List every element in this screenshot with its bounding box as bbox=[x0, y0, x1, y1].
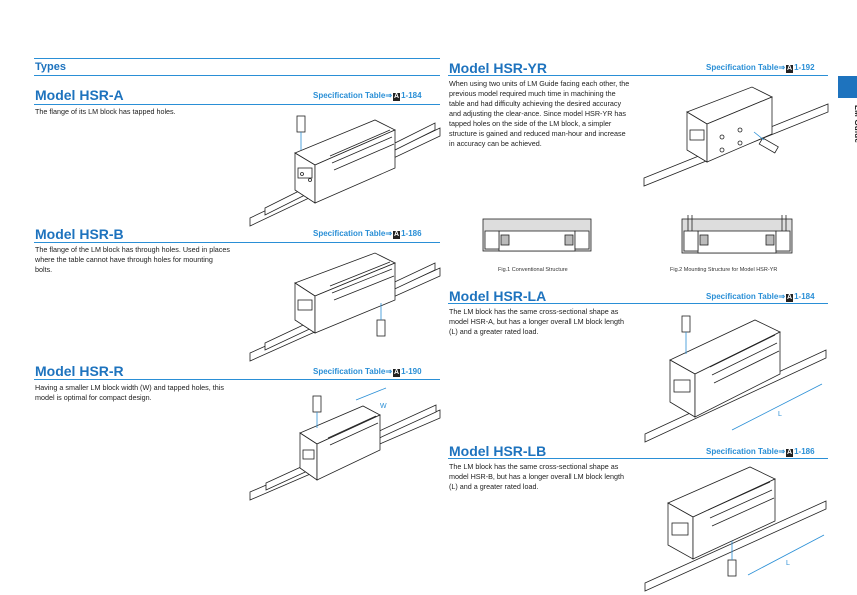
model-hsr-yr-title: Model HSR-YR bbox=[449, 60, 547, 76]
fig1-caption: Fig.1 Conventional Structure bbox=[498, 267, 568, 273]
spec-prefix: Specification Table⇒ bbox=[706, 447, 786, 456]
model-hsr-a-title: Model HSR-A bbox=[35, 87, 124, 103]
spec-page: 1-192 bbox=[794, 63, 815, 72]
spec-mark-icon: A bbox=[786, 449, 794, 457]
spec-prefix: Specification Table⇒ bbox=[706, 63, 786, 72]
spec-page: 1-186 bbox=[794, 447, 815, 456]
model-hsr-b-rule bbox=[34, 242, 440, 243]
model-hsr-r-title: Model HSR-R bbox=[35, 363, 124, 379]
hsr-lb-illustration: L bbox=[644, 466, 827, 592]
model-hsr-la-title: Model HSR-LA bbox=[449, 288, 547, 304]
spec-page: 1-190 bbox=[401, 367, 422, 376]
fig2-hsr-yr-structure bbox=[681, 215, 793, 254]
length-label: L bbox=[786, 560, 790, 567]
model-hsr-yr-rule bbox=[448, 75, 828, 76]
model-hsr-r-description: Having a smaller LM block width (W) and … bbox=[35, 383, 224, 402]
length-label: L bbox=[778, 411, 782, 418]
spec-mark-icon: A bbox=[393, 231, 401, 239]
model-hsr-la-rule bbox=[448, 303, 828, 304]
spec-prefix: Specification Table⇒ bbox=[313, 91, 393, 100]
hsr-la-illustration: L bbox=[644, 315, 827, 443]
hsr-yr-illustration bbox=[643, 86, 829, 187]
spec-mark-icon: A bbox=[786, 65, 794, 73]
types-top-rule bbox=[34, 58, 440, 59]
model-hsr-b-description: The flange of the LM block has through h… bbox=[35, 245, 230, 274]
spec-prefix: Specification Table⇒ bbox=[313, 367, 393, 376]
model-hsr-r-rule bbox=[34, 379, 440, 380]
model-hsr-la-description: The LM block has the same cross-sectiona… bbox=[449, 307, 624, 336]
spec-page: 1-186 bbox=[401, 229, 422, 238]
model-hsr-yr-description: When using two units of LM Guide facing … bbox=[449, 79, 630, 148]
model-hsr-lb-description: The LM block has the same cross-sectiona… bbox=[449, 462, 624, 491]
fig2-caption: Fig.2 Mounting Structure for Model HSR-Y… bbox=[670, 267, 778, 273]
width-label: W bbox=[380, 403, 387, 410]
hsr-a-illustration bbox=[249, 115, 441, 227]
spec-mark-icon: A bbox=[393, 369, 401, 377]
model-hsr-lb-title: Model HSR-LB bbox=[449, 443, 547, 459]
hsr-b-illustration bbox=[249, 252, 441, 362]
model-hsr-a-description: The flange of its LM block has tapped ho… bbox=[35, 107, 176, 116]
section-tab-marker bbox=[838, 76, 857, 98]
model-hsr-lb-rule bbox=[448, 458, 828, 459]
section-tab-label: LM Guide bbox=[853, 105, 857, 144]
model-hsr-a-rule bbox=[34, 104, 440, 105]
spec-page: 1-184 bbox=[401, 91, 422, 100]
types-heading: Types bbox=[35, 61, 66, 73]
hsr-r-illustration: W bbox=[249, 387, 441, 501]
spec-mark-icon: A bbox=[393, 93, 401, 101]
model-hsr-b-title: Model HSR-B bbox=[35, 226, 124, 242]
spec-mark-icon: A bbox=[786, 294, 794, 302]
fig1-conventional-structure bbox=[482, 218, 592, 252]
spec-prefix: Specification Table⇒ bbox=[313, 229, 393, 238]
spec-page: 1-184 bbox=[794, 292, 815, 301]
spec-prefix: Specification Table⇒ bbox=[706, 292, 786, 301]
types-bottom-rule bbox=[34, 75, 440, 76]
